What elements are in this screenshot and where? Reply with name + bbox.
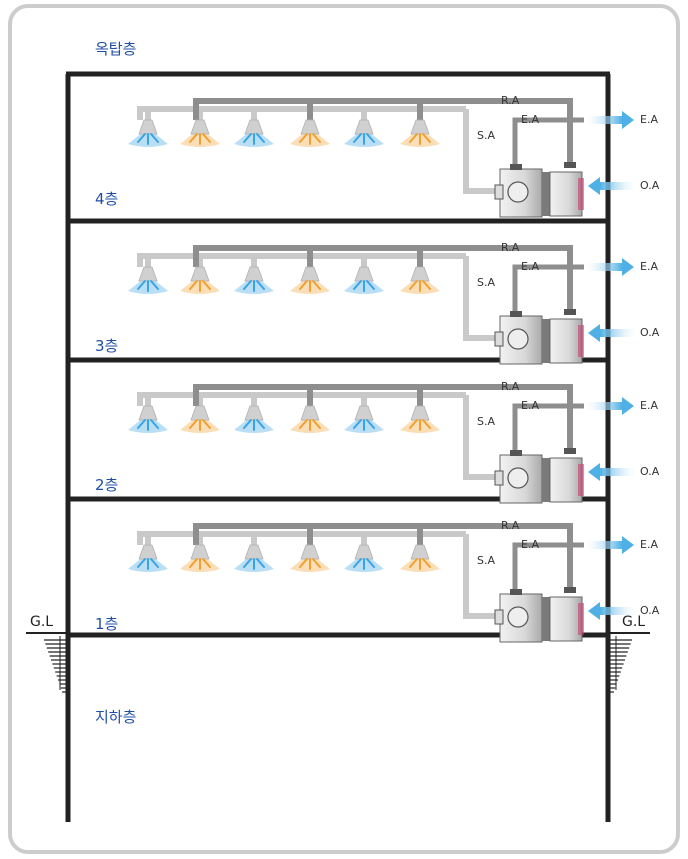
exhaust-duct [512,264,584,313]
diffuser-cool-icon [234,405,274,433]
svg-text:G.L: G.L [30,614,53,630]
ground-level-right: G.L [610,614,650,693]
diffuser-heat-icon [180,544,220,572]
diffuser-heat-icon [180,405,220,433]
exhaust-air-label-inner: E.A [521,113,539,126]
svg-text:G.L: G.L [622,614,645,630]
floor-label: 2층 [95,476,118,494]
diffuser-cool-icon [344,266,384,294]
return-duct [193,523,573,591]
supply-duct [137,253,466,267]
exhaust-arrow-icon [586,397,634,415]
floor-4: R.AE.AS.AE.AO.A4층 [95,94,660,218]
exhaust-duct [512,117,584,166]
supply-duct [137,106,466,120]
diffuser-cool-icon [234,266,274,294]
diffuser-heat-icon [290,405,330,433]
floor-3: R.AE.AS.AE.AO.A3층 [95,241,660,365]
air-handling-unit [494,309,584,365]
outdoor-air-label: O.A [640,465,660,478]
outer-border [8,4,680,854]
diffuser-heat-icon [400,405,440,433]
outdoor-air-arrow-icon [588,602,636,620]
exhaust-duct [512,403,584,452]
supply-air-label: S.A [477,276,495,289]
diffuser-cool-icon [344,405,384,433]
outdoor-air-arrow-icon [588,463,636,481]
outdoor-air-label: O.A [640,326,660,339]
exhaust-air-label-inner: E.A [521,399,539,412]
outdoor-air-label: O.A [640,604,660,617]
air-handling-unit [494,162,584,218]
rooftop-label: 옥탑층 [95,40,136,58]
floor-label: 1층 [95,615,118,633]
return-duct [193,98,573,166]
return-air-label: R.A [501,380,520,393]
air-handling-unit [494,587,584,643]
exhaust-air-label: E.A [640,113,658,126]
diffuser-heat-icon [290,544,330,572]
outdoor-air-arrow-icon [588,177,636,195]
diffuser-heat-icon [290,119,330,147]
exhaust-air-label: E.A [640,538,658,551]
exhaust-arrow-icon [586,536,634,554]
diffuser-cool-icon [344,119,384,147]
return-air-label: R.A [501,94,520,107]
exhaust-air-label-inner: E.A [521,538,539,551]
floor-1: R.AE.AS.AE.AO.A1층 [95,519,660,643]
diffuser-cool-icon [234,119,274,147]
supply-duct [137,531,466,545]
diffuser-cool-icon [234,544,274,572]
diffuser-heat-icon [400,544,440,572]
supply-air-label: S.A [477,415,495,428]
floor-label: 3층 [95,337,118,355]
diffuser-heat-icon [180,119,220,147]
ground-level-left: G.L [26,614,66,693]
return-air-label: R.A [501,241,520,254]
return-duct [193,245,573,313]
diffuser-cool-icon [128,544,168,572]
exhaust-duct [512,542,584,591]
outdoor-air-arrow-icon [588,324,636,342]
diffuser-heat-icon [400,266,440,294]
diffuser-heat-icon [290,266,330,294]
exhaust-air-label: E.A [640,399,658,412]
basement-label: 지하층 [95,708,136,726]
supply-air-label: S.A [477,129,495,142]
floor-label: 4층 [95,190,118,208]
outdoor-air-label: O.A [640,179,660,192]
exhaust-arrow-icon [586,111,634,129]
diffuser-heat-icon [400,119,440,147]
return-air-label: R.A [501,519,520,532]
diffuser-cool-icon [128,119,168,147]
diffuser-cool-icon [128,405,168,433]
floor-2: R.AE.AS.AE.AO.A2층 [95,380,660,504]
exhaust-air-label-inner: E.A [521,260,539,273]
supply-duct [137,392,466,406]
diffuser-cool-icon [128,266,168,294]
return-duct [193,384,573,452]
diffuser-cool-icon [344,544,384,572]
diffuser-heat-icon [180,266,220,294]
supply-air-label: S.A [477,554,495,567]
exhaust-air-label: E.A [640,260,658,273]
air-handling-unit [494,448,584,504]
exhaust-arrow-icon [586,258,634,276]
